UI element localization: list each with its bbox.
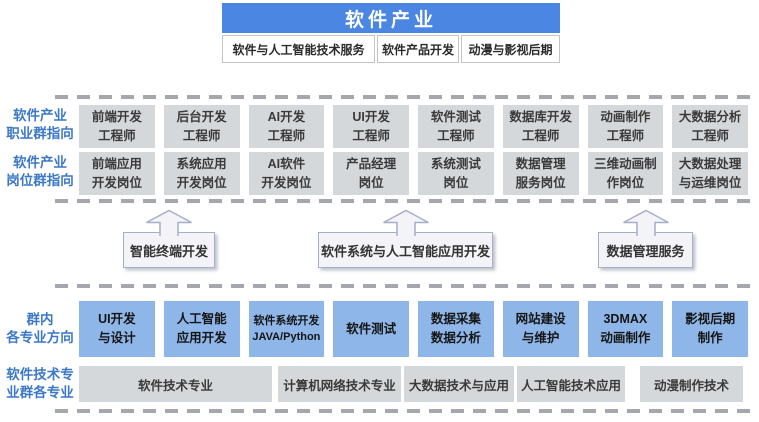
profession-box: 动画制作 工程师 [587, 105, 664, 148]
industry-sectors: 软件与人工智能技术服务 软件产品开发 动漫与影视后期 [222, 35, 560, 63]
arrow-up-icon [622, 209, 669, 236]
dashed-separator [55, 409, 755, 413]
profession-row-label: 软件产业 职业群指向 [6, 108, 74, 142]
profession-row: 前端开发 工程师 后台开发 工程师 AI开发 工程师 UI开发 工程师 软件测试… [79, 105, 748, 148]
direction-box: 网站建设 与维护 [502, 301, 579, 357]
direction-row-label: 群内 各专业方向 [6, 312, 74, 346]
major-box: 动漫制作技术 [640, 366, 743, 402]
sector-box: 软件与人工智能技术服务 [222, 35, 375, 63]
major-box: 软件技术专业 [79, 366, 272, 402]
direction-box: 数据采集 数据分析 [418, 301, 494, 357]
dashed-separator [55, 199, 755, 203]
profession-box: 软件测试 工程师 [418, 105, 494, 148]
dashed-separator [55, 95, 755, 99]
direction-box: 影视后期 制作 [672, 301, 748, 357]
position-row-label: 软件产业 岗位群指向 [6, 155, 74, 189]
profession-box: 大数据分析 工程师 [672, 105, 748, 148]
service-group-box: 数据管理服务 [598, 232, 693, 268]
sector-box: 动漫与影视后期 [461, 35, 560, 63]
service-group-box: 软件系统与人工智能应用开发 [318, 232, 493, 268]
direction-box: 软件测试 [333, 301, 409, 357]
direction-box: UI开发 与设计 [79, 301, 155, 357]
sector-box: 软件产品开发 [377, 35, 459, 63]
arrow-up-icon [146, 209, 192, 236]
position-box: 数据管理 服务岗位 [502, 152, 579, 195]
service-group: 软件系统与人工智能应用开发 [318, 209, 493, 268]
service-group-box: 智能终端开发 [123, 232, 215, 268]
arrow-up-icon [382, 209, 429, 236]
position-row: 前端应用 开发岗位 系统应用 开发岗位 AI软件 开发岗位 产品经理 岗位 系统… [79, 152, 748, 195]
position-box: 系统测试 岗位 [418, 152, 494, 195]
profession-box: AI开发 工程师 [248, 105, 325, 148]
profession-box: 数据库开发 工程师 [502, 105, 579, 148]
major-row-label: 软件技术专 业群各专业 [6, 367, 74, 401]
direction-row: UI开发 与设计 人工智能 应用开发 软件系统开发 JAVA/Python 软件… [79, 301, 748, 357]
profession-box: 前端开发 工程师 [79, 105, 155, 148]
position-box: 产品经理 岗位 [333, 152, 409, 195]
position-box: 前端应用 开发岗位 [79, 152, 155, 195]
position-box: AI软件 开发岗位 [248, 152, 325, 195]
major-box: 计算机网络技术专业 [278, 366, 401, 402]
major-box: 大数据技术与应用 [404, 366, 514, 402]
profession-box: UI开发 工程师 [333, 105, 409, 148]
profession-box: 后台开发 工程师 [163, 105, 240, 148]
direction-box: 软件系统开发 JAVA/Python [248, 301, 325, 357]
direction-box: 人工智能 应用开发 [163, 301, 240, 357]
major-box: 人工智能技术应用 [517, 366, 625, 402]
position-box: 三维动画制 作岗位 [587, 152, 664, 195]
position-box: 系统应用 开发岗位 [163, 152, 240, 195]
dashed-separator [55, 284, 755, 288]
industry-title: 软件产业 [222, 3, 560, 33]
position-box: 大数据处理 与运维岗位 [672, 152, 748, 195]
service-group: 智能终端开发 [123, 209, 215, 268]
direction-box: 3DMAX 动画制作 [587, 301, 664, 357]
service-group: 数据管理服务 [598, 209, 693, 268]
